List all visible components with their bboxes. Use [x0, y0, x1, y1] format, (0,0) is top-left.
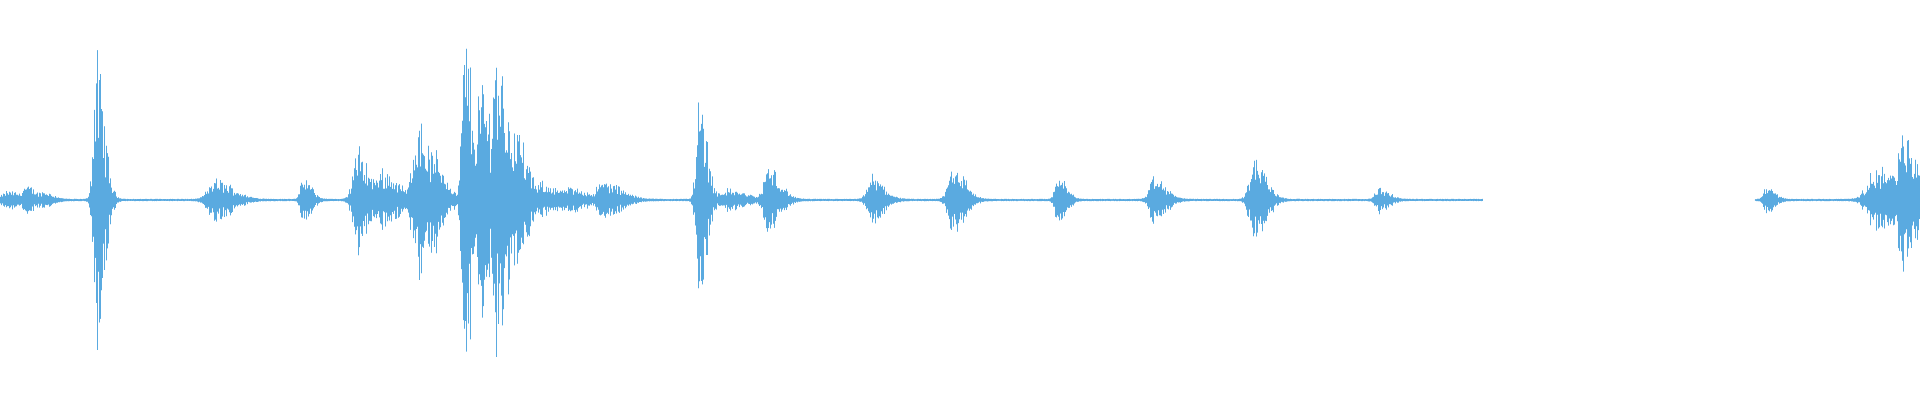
- waveform-trace: [0, 48, 1920, 357]
- waveform-path: [0, 48, 1920, 357]
